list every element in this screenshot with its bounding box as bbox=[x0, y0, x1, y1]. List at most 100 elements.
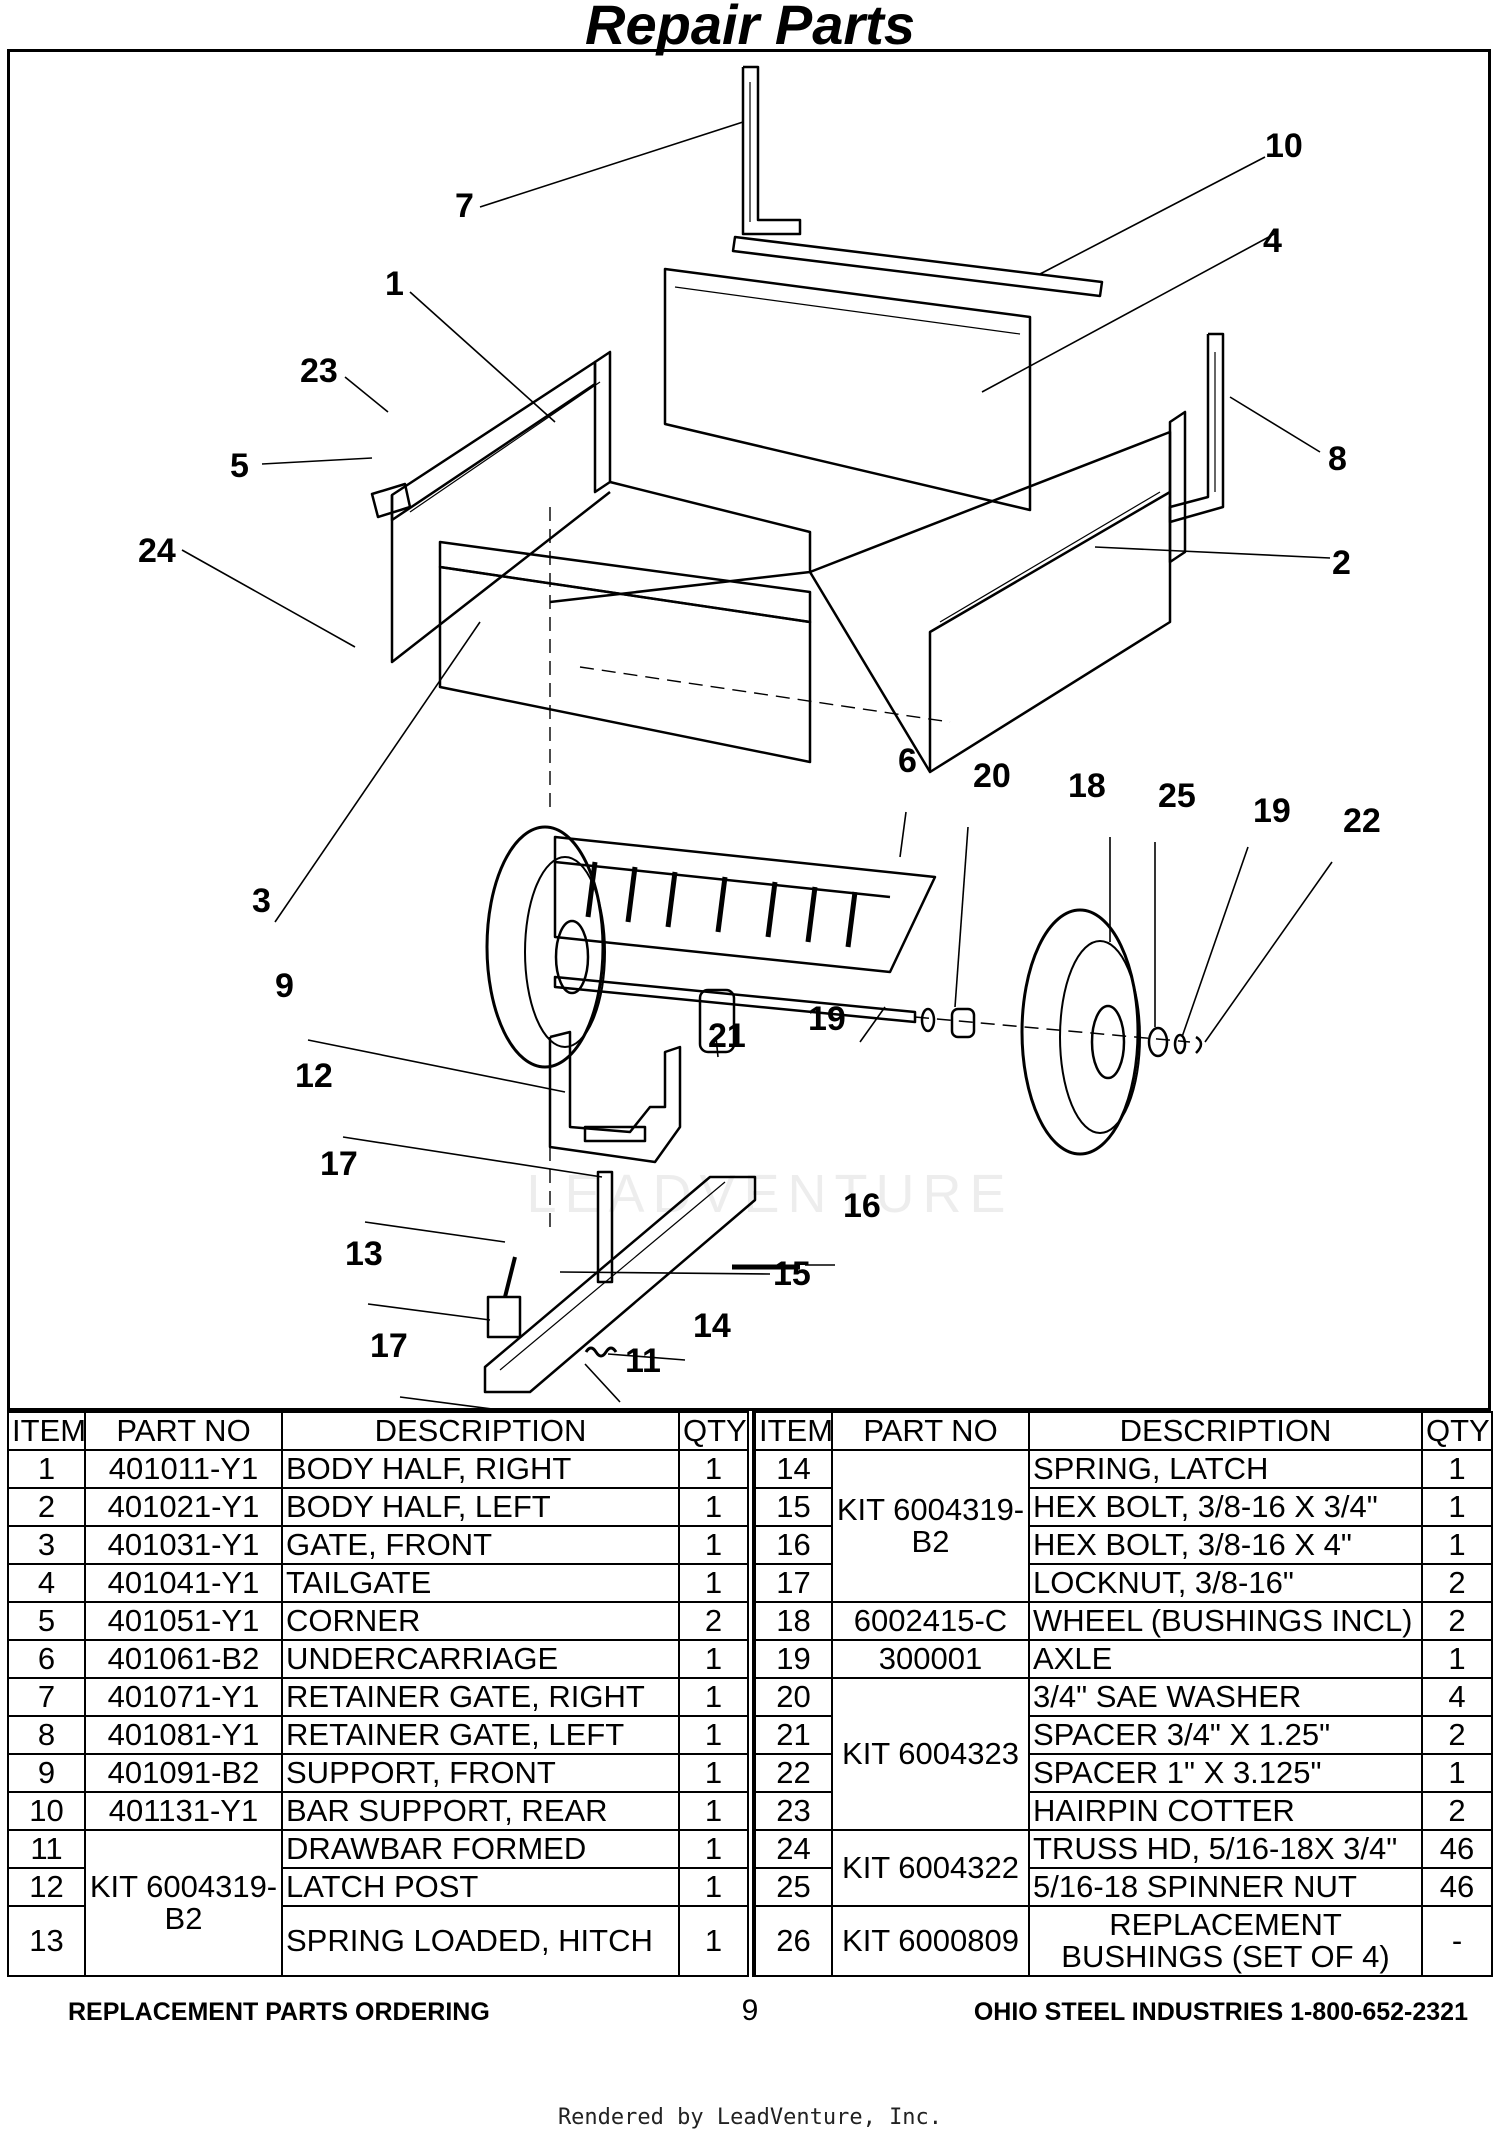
description-cell: BODY HALF, LEFT bbox=[281, 1487, 680, 1527]
table-row: 12 LATCH POST 1 bbox=[7, 1867, 749, 1907]
table-row: 17 LOCKNUT, 3/8-16" 2 bbox=[754, 1563, 1493, 1603]
item-cell: 16 bbox=[754, 1525, 833, 1565]
item-cell: 18 bbox=[754, 1601, 833, 1641]
callout-14: 14 bbox=[693, 1307, 731, 1345]
description-cell: LOCKNUT, 3/8-16" bbox=[1028, 1563, 1423, 1603]
table-row: 4 401041-Y1 TAILGATE 1 bbox=[7, 1563, 749, 1603]
callout-15: 15 bbox=[773, 1255, 811, 1293]
part-no-cell: 401031-Y1 bbox=[84, 1525, 283, 1565]
support-front-part bbox=[548, 1030, 682, 1164]
part-no-kit-cell: KIT 6000809 bbox=[831, 1905, 1030, 1977]
qty-cell: 1 bbox=[1421, 1753, 1493, 1793]
description-cell: RETAINER GATE, LEFT bbox=[281, 1715, 680, 1755]
item-cell: 6 bbox=[7, 1639, 86, 1679]
callout-2: 2 bbox=[1332, 544, 1351, 582]
description-cell: RETAINER GATE, RIGHT bbox=[281, 1677, 680, 1717]
table-row: 15 HEX BOLT, 3/8-16 X 3/4" 1 bbox=[754, 1487, 1493, 1527]
table-row: 5 401051-Y1 CORNER 2 bbox=[7, 1601, 749, 1641]
qty-cell: 2 bbox=[1421, 1563, 1493, 1603]
callout-21: 20 bbox=[973, 757, 1011, 795]
table-row: 8 401081-Y1 RETAINER GATE, LEFT 1 bbox=[7, 1715, 749, 1755]
exploded-parts-diagram: LEADVENTURE 7 10 4 1 23 8 5 24 2 6 20 18… bbox=[7, 49, 1491, 1411]
description-cell: CORNER bbox=[281, 1601, 680, 1641]
item-cell: 7 bbox=[7, 1677, 86, 1717]
tailgate-part bbox=[663, 267, 1032, 512]
header-qty: QTY bbox=[678, 1411, 749, 1451]
header-item: ITEM bbox=[7, 1411, 86, 1451]
part-no-kit-cell: KIT 6004319-B2 bbox=[831, 1449, 1030, 1603]
qty-cell: 1 bbox=[678, 1677, 749, 1717]
table-row: 7 401071-Y1 RETAINER GATE, RIGHT 1 bbox=[7, 1677, 749, 1717]
callout-20: 19 bbox=[1253, 792, 1291, 830]
footer-ordering-label: REPLACEMENT PARTS ORDERING bbox=[68, 1998, 490, 2026]
page-title: Repair Parts bbox=[585, 0, 915, 56]
undercarriage-part bbox=[553, 835, 937, 974]
qty-cell: 2 bbox=[1421, 1791, 1493, 1831]
description-cell: SPRING, LATCH bbox=[1028, 1449, 1423, 1489]
description-cell: HEX BOLT, 3/8-16 X 3/4" bbox=[1028, 1487, 1423, 1527]
washers-bushing-part bbox=[920, 1007, 1203, 1058]
retainer-gate-left-part bbox=[1168, 332, 1225, 524]
item-cell: 3 bbox=[7, 1525, 86, 1565]
header-part-no: PART NO bbox=[831, 1411, 1030, 1451]
item-cell: 5 bbox=[7, 1601, 86, 1641]
description-cell: TRUSS HD, 5/16-18X 3/4" bbox=[1028, 1829, 1423, 1869]
callout-10: 10 bbox=[1265, 127, 1303, 165]
description-cell: 5/16-18 SPINNER NUT bbox=[1028, 1867, 1423, 1907]
part-no-cell: 401081-Y1 bbox=[84, 1715, 283, 1755]
table-row: 18 6002415-C WHEEL (BUSHINGS INCL) 2 bbox=[754, 1601, 1493, 1641]
item-cell: 2 bbox=[7, 1487, 86, 1527]
header-item: ITEM bbox=[754, 1411, 833, 1451]
watermark-text: LEADVENTURE bbox=[526, 1164, 1013, 1224]
item-cell: 22 bbox=[754, 1753, 833, 1793]
qty-cell: 1 bbox=[678, 1563, 749, 1603]
description-cell: SUPPORT, FRONT bbox=[281, 1753, 680, 1793]
qty-cell: 1 bbox=[678, 1867, 749, 1907]
spacer-short-part bbox=[950, 1007, 976, 1039]
table-header-row: ITEM PART NO DESCRIPTION QTY bbox=[754, 1411, 1493, 1451]
item-cell: 19 bbox=[754, 1639, 833, 1679]
callout-26: 25 bbox=[1158, 777, 1196, 815]
spring-loaded-hitch-part bbox=[486, 1256, 522, 1339]
qty-cell: 1 bbox=[678, 1639, 749, 1679]
body-half-right-part bbox=[390, 350, 812, 664]
part-no-cell: 401041-Y1 bbox=[84, 1563, 283, 1603]
qty-cell: 1 bbox=[678, 1715, 749, 1755]
bar-support-rear-part bbox=[731, 235, 1104, 298]
part-no-kit-cell: KIT 6004322 bbox=[831, 1829, 1030, 1907]
qty-cell: 2 bbox=[678, 1601, 749, 1641]
qty-cell: 1 bbox=[678, 1487, 749, 1527]
qty-cell: 1 bbox=[678, 1753, 749, 1793]
item-cell: 10 bbox=[7, 1791, 86, 1831]
item-cell: 13 bbox=[7, 1905, 86, 1977]
description-cell: WHEEL (BUSHINGS INCL) bbox=[1028, 1601, 1423, 1641]
part-no-cell: 401011-Y1 bbox=[84, 1449, 283, 1489]
part-no-cell: 401131-Y1 bbox=[84, 1791, 283, 1831]
spring-latch-part bbox=[584, 1346, 618, 1358]
callout-22: 21 bbox=[708, 1017, 746, 1055]
qty-cell: 1 bbox=[678, 1905, 749, 1977]
description-cell: AXLE bbox=[1028, 1639, 1423, 1679]
description-cell: BODY HALF, RIGHT bbox=[281, 1449, 680, 1489]
qty-cell: 1 bbox=[1421, 1525, 1493, 1565]
callout-23: 22 bbox=[1343, 802, 1381, 840]
table-row: 24 KIT 6004322 TRUSS HD, 5/16-18X 3/4" 4… bbox=[754, 1829, 1493, 1907]
callout-17-upper: 17 bbox=[320, 1145, 358, 1183]
table-row: 2 401021-Y1 BODY HALF, LEFT 1 bbox=[7, 1487, 749, 1527]
description-cell: LATCH POST bbox=[281, 1867, 680, 1907]
callout-1: 1 bbox=[385, 265, 404, 303]
description-cell: SPRING LOADED, HITCH bbox=[281, 1905, 680, 1977]
callout-25: 24 bbox=[138, 532, 176, 570]
table-header-row: ITEM PART NO DESCRIPTION QTY bbox=[7, 1411, 749, 1451]
qty-cell: 2 bbox=[1421, 1715, 1493, 1755]
part-no-cell: 300001 bbox=[831, 1639, 1030, 1679]
table-row: 13 SPRING LOADED, HITCH 1 bbox=[7, 1905, 749, 1977]
description-cell: HEX BOLT, 3/8-16 X 4" bbox=[1028, 1525, 1423, 1565]
callout-18: 18 bbox=[1068, 767, 1106, 805]
qty-cell: 2 bbox=[1421, 1601, 1493, 1641]
part-no-kit-cell: KIT 6004319-B2 bbox=[84, 1829, 283, 1977]
description-cell: BAR SUPPORT, REAR bbox=[281, 1791, 680, 1831]
qty-cell: 1 bbox=[678, 1525, 749, 1565]
qty-cell: 46 bbox=[1421, 1867, 1493, 1907]
table-row: 10 401131-Y1 BAR SUPPORT, REAR 1 bbox=[7, 1791, 749, 1831]
